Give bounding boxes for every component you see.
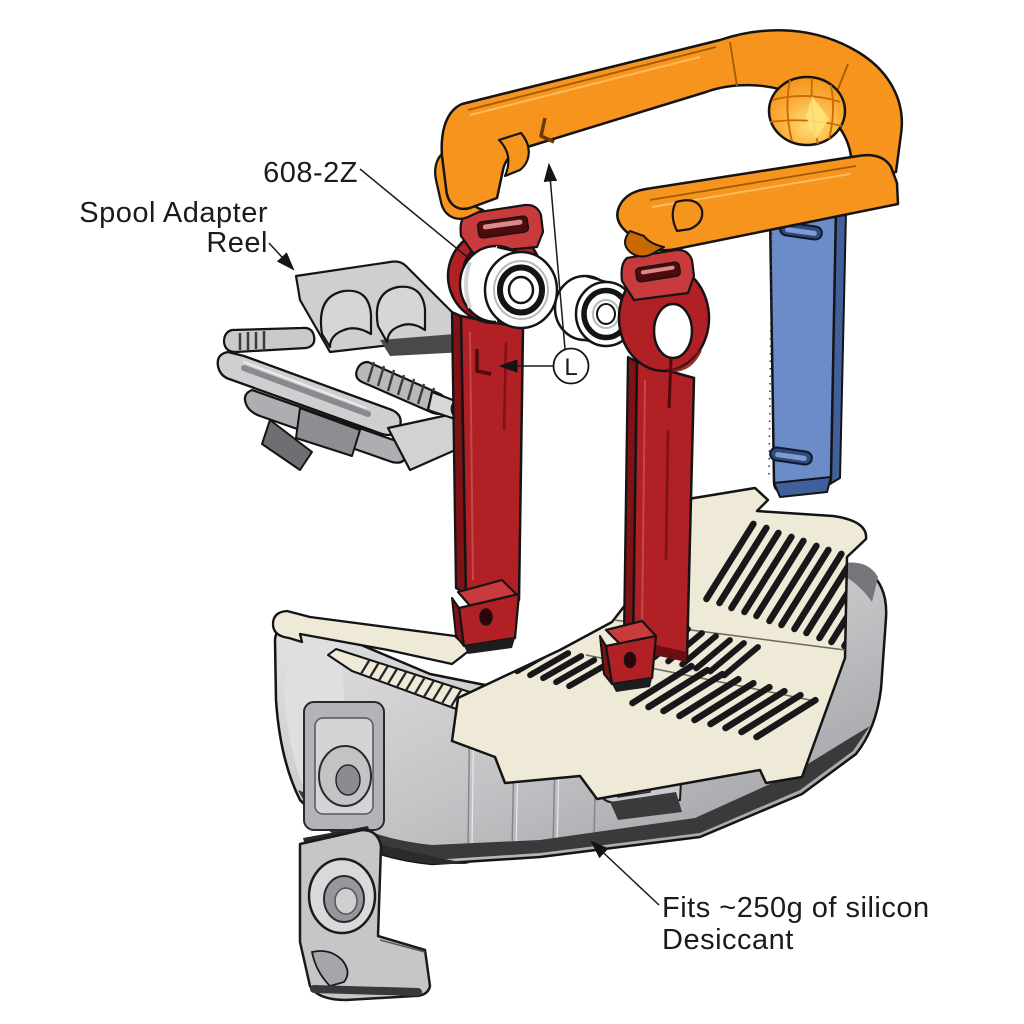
arm-right-shaft [631, 360, 696, 660]
spool-arm-left-part [446, 203, 559, 654]
adapter-jaw [319, 289, 373, 349]
panel-slot-bottom [769, 446, 813, 466]
label-capacity-line1: Fits ~250g of silicon [662, 892, 930, 924]
fan-plate-hole [334, 887, 358, 915]
arm-left-top-slot [476, 215, 530, 239]
clip-prong [671, 199, 704, 233]
base-underside-band [298, 726, 870, 860]
adapter-ribs [238, 331, 266, 350]
annotations: L 608-2Z Spool Adapter Reel Fits ~250g o… [79, 157, 929, 956]
leader-line-capacity [590, 840, 660, 906]
arm-right-top-slot [635, 261, 681, 283]
clip-band [616, 153, 900, 252]
spool-adapter-reel-part [216, 260, 480, 472]
foot-hole [623, 651, 637, 669]
panel-bottom-face [773, 476, 832, 498]
base-tower-hole [335, 764, 361, 796]
label-capacity-line2: Desiccant [662, 924, 794, 956]
tray-wing [271, 609, 472, 666]
bearing-608-2z-left [458, 244, 559, 330]
adapter-jaw [375, 285, 427, 344]
foot-hole [479, 608, 493, 626]
handle-bail-part [434, 29, 904, 220]
bail-inner-prong [497, 131, 530, 178]
label-spool-line1: Spool Adapter [79, 197, 268, 229]
leader-line-callout-up [543, 162, 566, 350]
handle-clip-arm-part [616, 153, 900, 258]
side-panel-part [768, 196, 847, 498]
leader-line-reel [268, 242, 295, 271]
label-spool-line2: Reel [206, 227, 268, 259]
callout-circle [552, 347, 590, 385]
arm-left-foot [451, 578, 521, 654]
arm-right-foot [599, 619, 658, 692]
label-bearing: 608-2Z [263, 157, 358, 189]
bail-emboss-L [539, 117, 555, 144]
spool-arm-right-part [553, 248, 711, 692]
adapter-upper-rail [222, 326, 316, 354]
leader-line-bearing [359, 168, 467, 257]
callout-letter: L [564, 354, 577, 381]
arm-left-emboss-L [475, 349, 492, 376]
clip-hook-notch [624, 230, 665, 258]
base-fan-plate [298, 826, 432, 1002]
base-right-recess [840, 562, 878, 602]
arm-right-hole [652, 302, 694, 360]
